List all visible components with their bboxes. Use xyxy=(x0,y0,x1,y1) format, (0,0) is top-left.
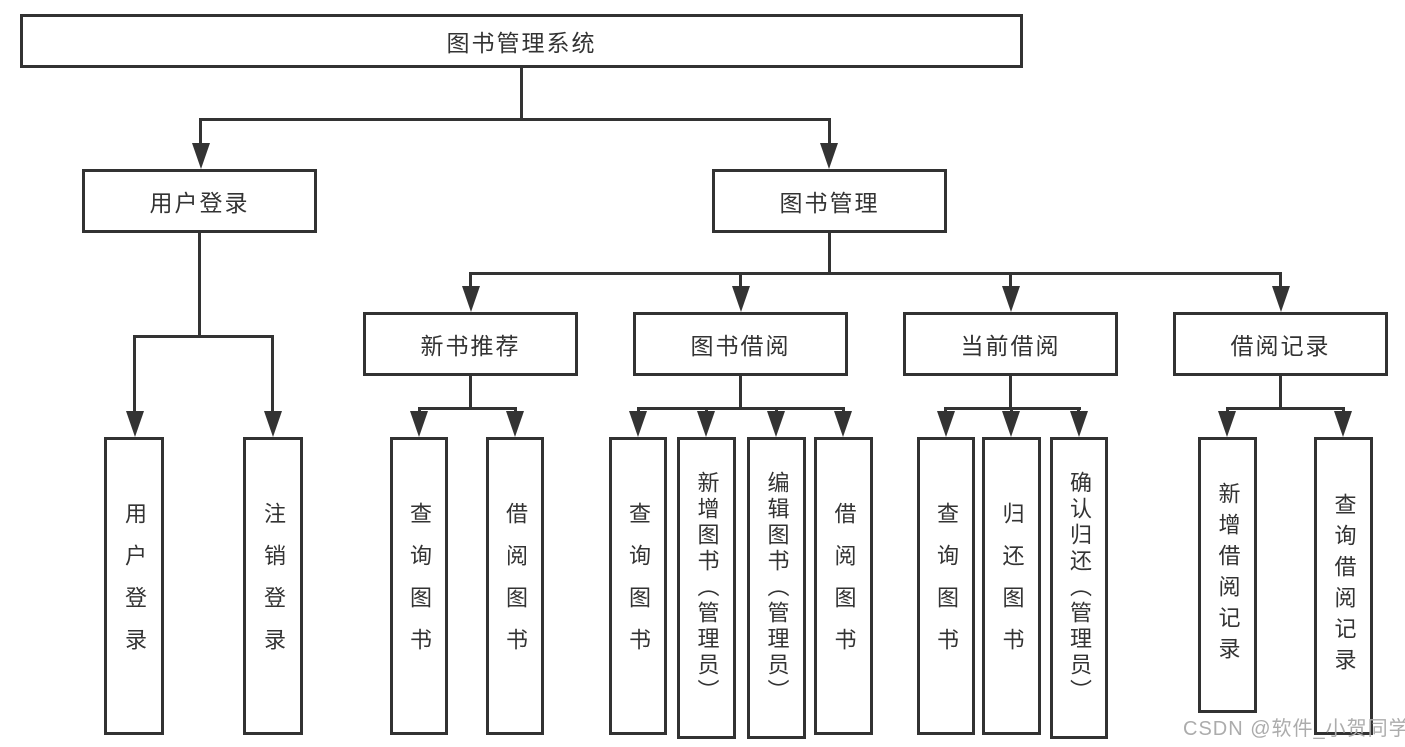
connector-leaf-rail xyxy=(418,407,517,410)
leaf-confirm-return-admin: 确认归还（管理员） xyxy=(1050,437,1108,739)
arrowhead-icon xyxy=(937,411,955,437)
node-book-management: 图书管理 xyxy=(712,169,947,233)
arrowhead-icon xyxy=(732,286,750,312)
connector-stem xyxy=(1009,376,1012,407)
leaf-borrow-books-recommend: 借阅图书 xyxy=(486,437,544,735)
node-user-login: 用户登录 xyxy=(82,169,317,233)
arrowhead-icon xyxy=(410,411,428,437)
leaf-user-login: 用户登录 xyxy=(104,437,164,735)
connector-stem xyxy=(1279,376,1282,407)
arrowhead-icon xyxy=(697,411,715,437)
connector-leaf-rail xyxy=(945,407,1081,410)
connector-stem xyxy=(739,376,742,407)
connector-book-mgmt-stem xyxy=(828,233,831,272)
node-borrowing-records: 借阅记录 xyxy=(1173,312,1388,376)
connector-stem xyxy=(469,376,472,407)
leaf-query-borrow-record: 查询借阅记录 xyxy=(1314,437,1373,735)
leaf-query-books-borrow: 查询图书 xyxy=(609,437,667,735)
arrowhead-icon xyxy=(629,411,647,437)
leaf-logout: 注销登录 xyxy=(243,437,303,735)
connector-level1-rail xyxy=(199,118,831,121)
leaf-add-books-admin: 新增图书（管理员） xyxy=(677,437,736,739)
connector-drop xyxy=(199,118,202,148)
leaf-add-borrow-record: 新增借阅记录 xyxy=(1198,437,1257,713)
arrowhead-icon xyxy=(264,411,282,437)
leaf-return-books: 归还图书 xyxy=(982,437,1041,735)
arrowhead-icon xyxy=(1002,286,1020,312)
connector-drop xyxy=(1279,272,1282,288)
connector-user-login-stem xyxy=(198,233,201,335)
arrowhead-icon xyxy=(767,411,785,437)
connector-drop xyxy=(739,272,742,288)
leaf-borrow-books: 借阅图书 xyxy=(814,437,873,735)
connector-leaf-rail xyxy=(637,407,845,410)
connector-drop xyxy=(133,335,136,413)
arrowhead-icon xyxy=(462,286,480,312)
node-book-borrowing: 图书借阅 xyxy=(633,312,848,376)
leaf-query-books-recommend: 查询图书 xyxy=(390,437,448,735)
arrowhead-icon xyxy=(1218,411,1236,437)
arrowhead-icon xyxy=(506,411,524,437)
arrowhead-icon xyxy=(834,411,852,437)
node-library-management-system: 图书管理系统 xyxy=(20,14,1023,68)
node-current-borrowing: 当前借阅 xyxy=(903,312,1118,376)
connector-user-login-rail xyxy=(133,335,274,338)
connector-level3-rail xyxy=(469,272,1282,275)
leaf-edit-books-admin: 编辑图书（管理员） xyxy=(747,437,806,739)
connector-drop xyxy=(828,118,831,148)
arrowhead-icon xyxy=(126,411,144,437)
arrowhead-icon xyxy=(1070,411,1088,437)
csdn-watermark: CSDN @软件_小贺同学 xyxy=(1183,718,1405,740)
connector-drop xyxy=(469,272,472,288)
arrowhead-icon xyxy=(1272,286,1290,312)
connector-drop xyxy=(1009,272,1012,288)
connector-drop xyxy=(271,335,274,413)
node-new-book-recommend: 新书推荐 xyxy=(363,312,578,376)
arrowhead-icon xyxy=(820,143,838,169)
arrowhead-icon xyxy=(1002,411,1020,437)
arrowhead-icon xyxy=(1334,411,1352,437)
arrowhead-icon xyxy=(192,143,210,169)
connector-root-stem xyxy=(520,68,523,118)
connector-leaf-rail xyxy=(1227,407,1344,410)
leaf-query-books-current: 查询图书 xyxy=(917,437,975,735)
